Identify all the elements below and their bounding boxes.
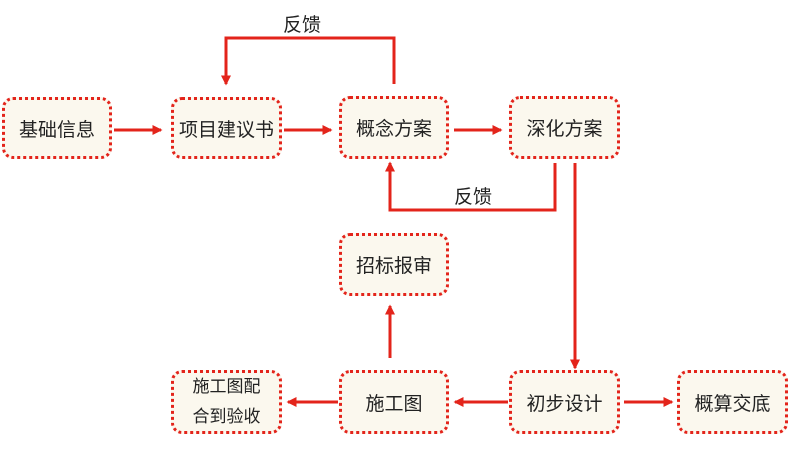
arrow-feedback-deepen-to-concept — [385, 161, 557, 212]
arrow-feedback-concept-to-proposal — [221, 36, 396, 86]
node-concept-scheme: 概念方案 — [339, 96, 449, 159]
node-basic-info: 基础信息 — [2, 97, 112, 159]
acceptance-line-1: 施工图配 — [192, 377, 261, 397]
node-deepened-scheme: 深化方案 — [509, 96, 620, 159]
node-acceptance: 施工图配 合到验收 — [171, 370, 282, 434]
node-preliminary-design: 初步设计 — [509, 370, 620, 434]
node-budget-briefing: 概算交底 — [677, 370, 788, 434]
node-bidding-approval: 招标报审 — [339, 233, 449, 296]
node-construction-drawings: 施工图 — [339, 370, 449, 434]
node-project-proposal: 项目建议书 — [171, 97, 282, 159]
feedback-label-top: 反馈 — [283, 14, 322, 36]
feedback-label-middle: 反馈 — [454, 186, 493, 208]
acceptance-line-2: 合到验收 — [192, 407, 261, 427]
